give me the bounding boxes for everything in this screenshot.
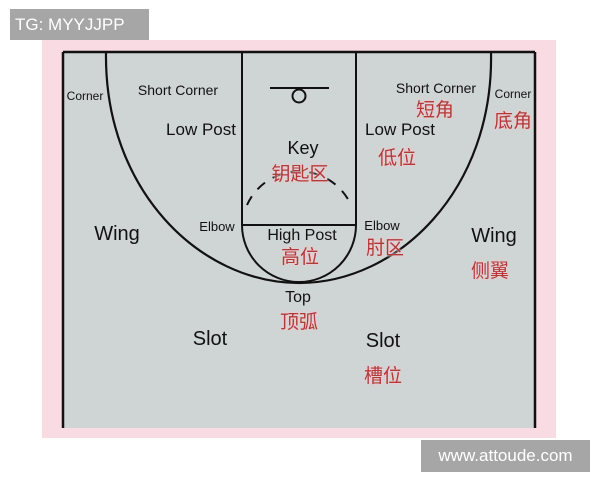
label-low-post-right-zh: 低位 (377, 147, 417, 169)
label-slot-right: Slot (365, 330, 401, 352)
label-top: Top (285, 289, 311, 306)
label-short-corner-right: Short Corner (395, 80, 477, 96)
label-slot-left: Slot (192, 328, 228, 350)
label-elbow-right-zh: 肘区 (365, 237, 405, 259)
watermark-bottom-right: www.attoude.com (421, 440, 590, 472)
label-wing-right-zh: 侧翼 (470, 260, 510, 282)
rim (291, 88, 307, 104)
label-high-post: High Post (267, 227, 337, 244)
label-short-corner-right-zh: 短角 (415, 99, 455, 121)
label-corner-right-zh: 底角 (493, 110, 533, 132)
label-low-post-left: Low Post (166, 120, 236, 139)
court-floor (63, 52, 535, 428)
label-high-post-zh: 高位 (280, 246, 320, 268)
label-low-post-right: Low Post (365, 120, 435, 139)
label-wing-right: Wing (471, 225, 517, 247)
label-short-corner-left: Short Corner (137, 82, 219, 98)
label-elbow-right: Elbow (364, 218, 400, 233)
label-elbow-left: Elbow (199, 219, 235, 234)
label-wing-left: Wing (94, 223, 140, 245)
label-corner-left: Corner (66, 89, 104, 103)
label-corner-right: Corner (494, 87, 532, 101)
watermark-top-left: TG: MYYJJPP (10, 9, 149, 40)
free-throw-circle-dashed (246, 170, 352, 206)
label-key: Key (287, 138, 319, 158)
free-throw-circle-solid (241, 224, 357, 283)
label-slot-right-zh: 槽位 (363, 365, 403, 387)
label-top-zh: 顶弧 (279, 311, 319, 333)
label-key-zh: 钥匙区 (271, 163, 329, 185)
